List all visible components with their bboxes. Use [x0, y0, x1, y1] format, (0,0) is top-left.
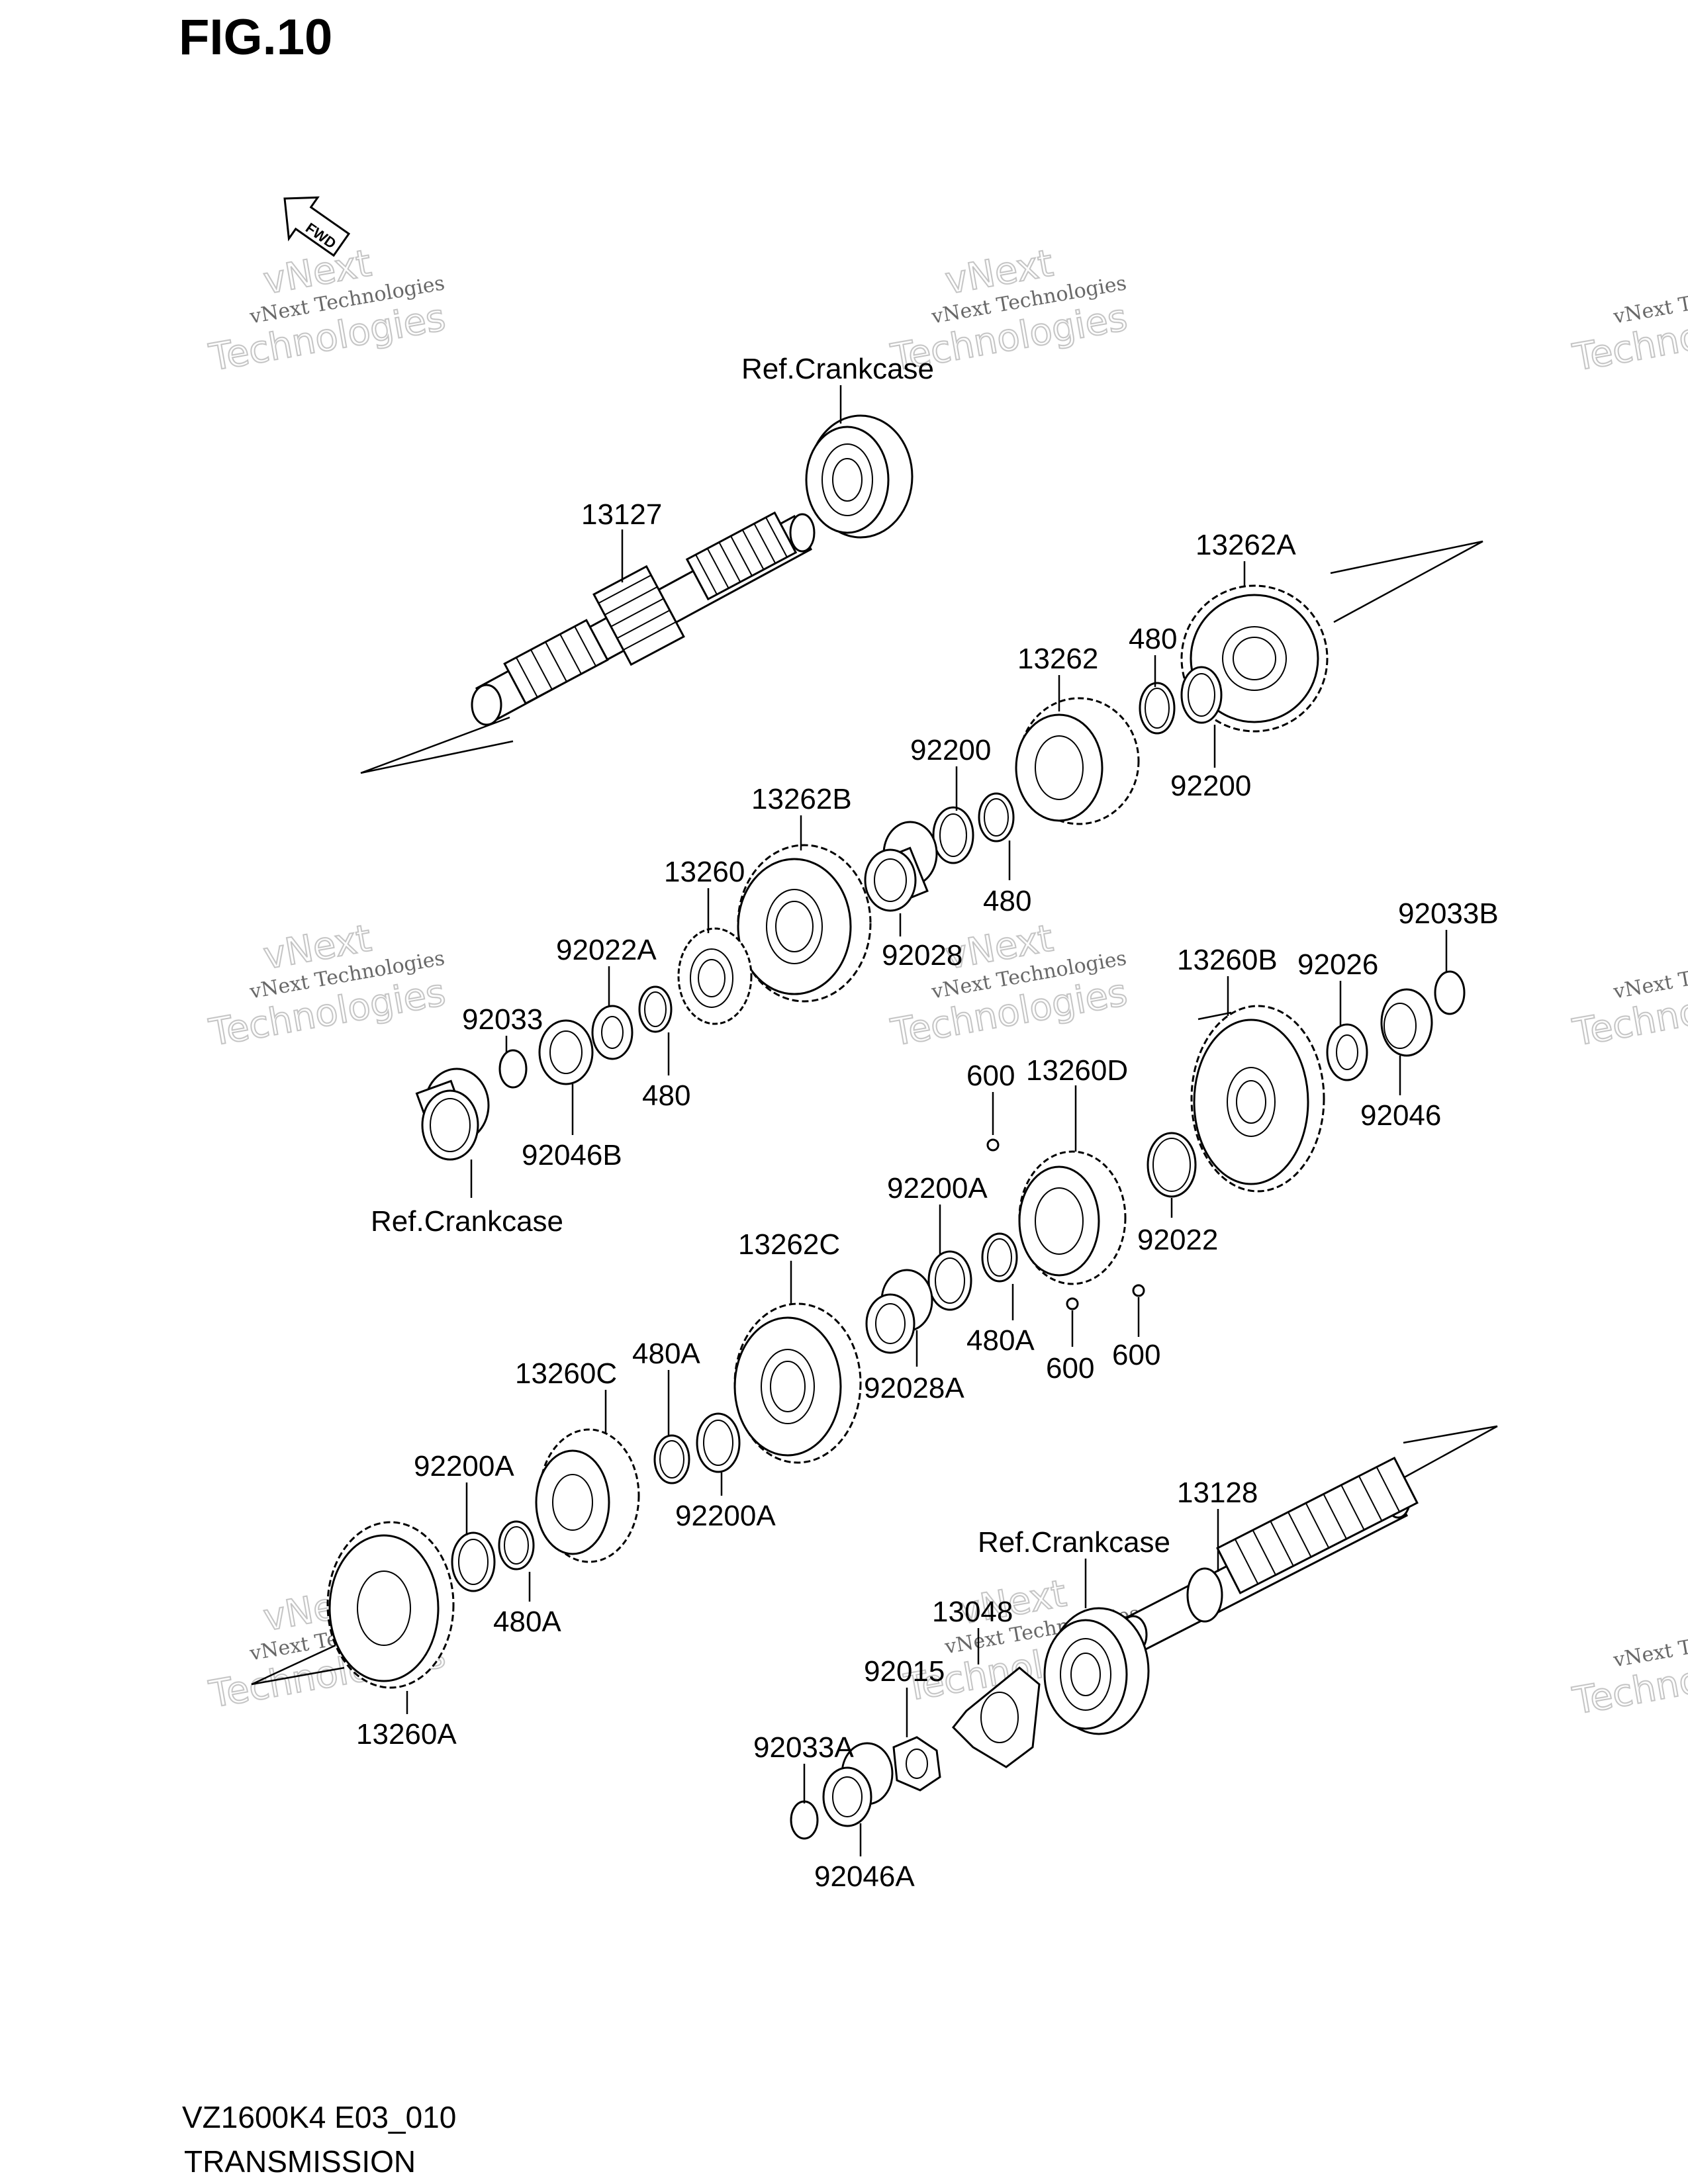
label-13260C: 13260C [515, 1357, 617, 1390]
bearing-left [415, 1068, 490, 1161]
label-92015: 92015 [864, 1655, 945, 1688]
label-92033: 92033 [462, 1003, 543, 1036]
label-13260D: 13260D [1026, 1054, 1128, 1087]
label-92033B: 92033B [1398, 897, 1499, 930]
needle-bearing-92046B [538, 1019, 594, 1085]
model-code: VZ1600K4 E03_010 [182, 2100, 456, 2134]
gear-13260D [1018, 1150, 1127, 1285]
ring-92200-b [1180, 666, 1223, 724]
label-13262C: 13262C [738, 1228, 840, 1261]
gear-13260C [535, 1428, 640, 1563]
gear-13262A [1180, 584, 1329, 733]
ring-92200A-b [451, 1531, 496, 1592]
gear-13260B [1190, 1005, 1325, 1193]
label-600: 600 [1046, 1352, 1094, 1385]
label-600: 600 [1112, 1339, 1160, 1371]
label-92028: 92028 [882, 939, 962, 972]
label-92022A: 92022A [556, 934, 657, 966]
label-92022: 92022 [1137, 1224, 1218, 1256]
circlip-480A-a [981, 1232, 1018, 1283]
bearing-top [805, 414, 914, 539]
label-13127: 13127 [581, 498, 662, 531]
label-92046: 92046 [1360, 1099, 1441, 1132]
needle-bearing-92028 [864, 821, 938, 912]
gear-13260 [677, 927, 753, 1025]
label-ref-crankcase-left: Ref.Crankcase [371, 1205, 563, 1238]
ring-92200A-c [696, 1412, 741, 1473]
fwd-arrow-icon: FWD [283, 196, 351, 257]
needle-bearing-92028A [865, 1269, 933, 1354]
label-92200: 92200 [910, 734, 991, 766]
gear-13260A [326, 1521, 455, 1689]
label-92200A: 92200A [675, 1500, 776, 1532]
label-13260B: 13260B [1177, 944, 1278, 976]
washer-92022A [591, 1005, 633, 1060]
label-92200: 92200 [1170, 770, 1251, 802]
label-13260A: 13260A [356, 1718, 457, 1751]
watermark-group: Technologies vNext vNext Technologies Te… [205, 241, 1688, 1723]
label-92028A: 92028A [864, 1372, 964, 1404]
label-92046A: 92046A [814, 1860, 915, 1893]
gear-13262C [733, 1302, 862, 1464]
gear-13262B [737, 844, 872, 1003]
leader-lines [406, 385, 1448, 1856]
label-13128: 13128 [1177, 1477, 1258, 1509]
gear-13262 [1015, 697, 1140, 825]
needle-bearing-92046 [1380, 988, 1433, 1057]
label-13262A: 13262A [1196, 529, 1296, 561]
label-480: 480 [642, 1079, 690, 1112]
label-600: 600 [966, 1060, 1015, 1092]
ring-92200-a [932, 806, 974, 864]
label-92046B: 92046B [522, 1139, 622, 1171]
circlip-480A-b [653, 1434, 690, 1484]
needle-bearing-92046A [822, 1742, 894, 1827]
washer-92026 [1326, 1023, 1368, 1081]
label-13048: 13048 [932, 1596, 1013, 1628]
axis-guides [251, 540, 1498, 1686]
label-480A: 480A [493, 1606, 561, 1638]
output-shaft-13128 [1119, 1457, 1419, 1655]
sprocket-13048 [951, 1666, 1041, 1768]
ring-92200A-a [927, 1250, 972, 1311]
circlip-480-b [978, 792, 1015, 842]
section-title: TRANSMISSION [184, 2144, 416, 2179]
label-92026: 92026 [1297, 948, 1378, 981]
circlip-92033A [790, 1800, 819, 1840]
label-480A: 480A [966, 1324, 1035, 1357]
label-13262: 13262 [1017, 643, 1098, 675]
label-13262B: 13262B [751, 783, 852, 815]
label-92200A: 92200A [414, 1450, 514, 1482]
circlip-92033B [1434, 970, 1466, 1015]
circlip-480-c [638, 985, 673, 1033]
part-labels: Ref.Crankcase 13127 13262A 480 13262 922… [356, 353, 1499, 1893]
nut-92015 [892, 1736, 941, 1792]
ball-600 [986, 1138, 1145, 1310]
label-480: 480 [1129, 623, 1177, 655]
bearing-bottom [1043, 1607, 1150, 1735]
label-480: 480 [983, 885, 1031, 917]
label-ref-crankcase-top: Ref.Crankcase [741, 353, 934, 385]
circlip-480A-c [498, 1520, 535, 1570]
circlip-480-a [1139, 682, 1176, 735]
label-480A: 480A [632, 1338, 700, 1370]
figure-title: FIG.10 [179, 9, 332, 66]
label-92033A: 92033A [753, 1731, 854, 1764]
circlip-92033 [498, 1049, 528, 1089]
label-13260: 13260 [664, 856, 745, 888]
label-92200A: 92200A [887, 1172, 988, 1205]
washer-92022 [1147, 1132, 1197, 1198]
label-ref-crankcase-bottom: Ref.Crankcase [978, 1526, 1170, 1559]
input-shaft-13127 [471, 511, 816, 726]
